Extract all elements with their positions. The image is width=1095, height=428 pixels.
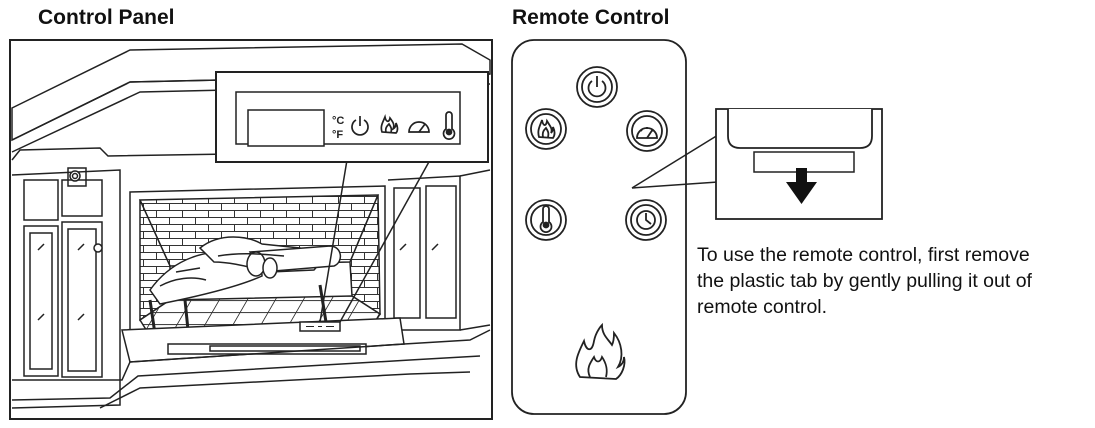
speed-gauge-icon[interactable] [408, 121, 430, 133]
plastic-tab-detail [715, 108, 883, 220]
flame-icon[interactable] [380, 114, 399, 134]
speed-button[interactable] [626, 110, 668, 152]
left-cabinet [11, 167, 121, 409]
right-cabinet [387, 169, 491, 331]
instruction-line-2: the plastic tab by gently pulling it out… [697, 270, 1032, 292]
large-flame-icon [575, 322, 626, 380]
thermometer-button[interactable] [525, 199, 567, 241]
flame-icon [537, 118, 556, 139]
clock-icon [636, 210, 656, 230]
callout-lines [319, 159, 431, 323]
display-screen [247, 109, 325, 147]
remote-control-title: Remote Control [512, 6, 670, 29]
instruction-line-3: remote control. [697, 296, 828, 318]
flame-button[interactable] [525, 108, 567, 150]
power-icon [587, 76, 607, 98]
fahrenheit-label: °F [332, 129, 343, 141]
celsius-label: °C [332, 115, 344, 127]
timer-button[interactable] [625, 199, 667, 241]
pull-arrow-icon [786, 168, 817, 204]
control-panel-callout [215, 71, 489, 163]
speed-gauge-icon [636, 127, 658, 139]
power-icon[interactable] [351, 116, 369, 136]
tab-callout-lines [631, 134, 719, 189]
control-panel-title: Control Panel [38, 6, 175, 29]
flame-effect-button[interactable] [575, 322, 626, 380]
thermometer-icon[interactable] [442, 111, 456, 140]
remote-instructions: To use the remote control, first remove … [697, 242, 1092, 320]
instruction-line-1: To use the remote control, first remove [697, 244, 1030, 266]
power-button[interactable] [576, 66, 618, 108]
thermometer-icon [539, 205, 553, 233]
